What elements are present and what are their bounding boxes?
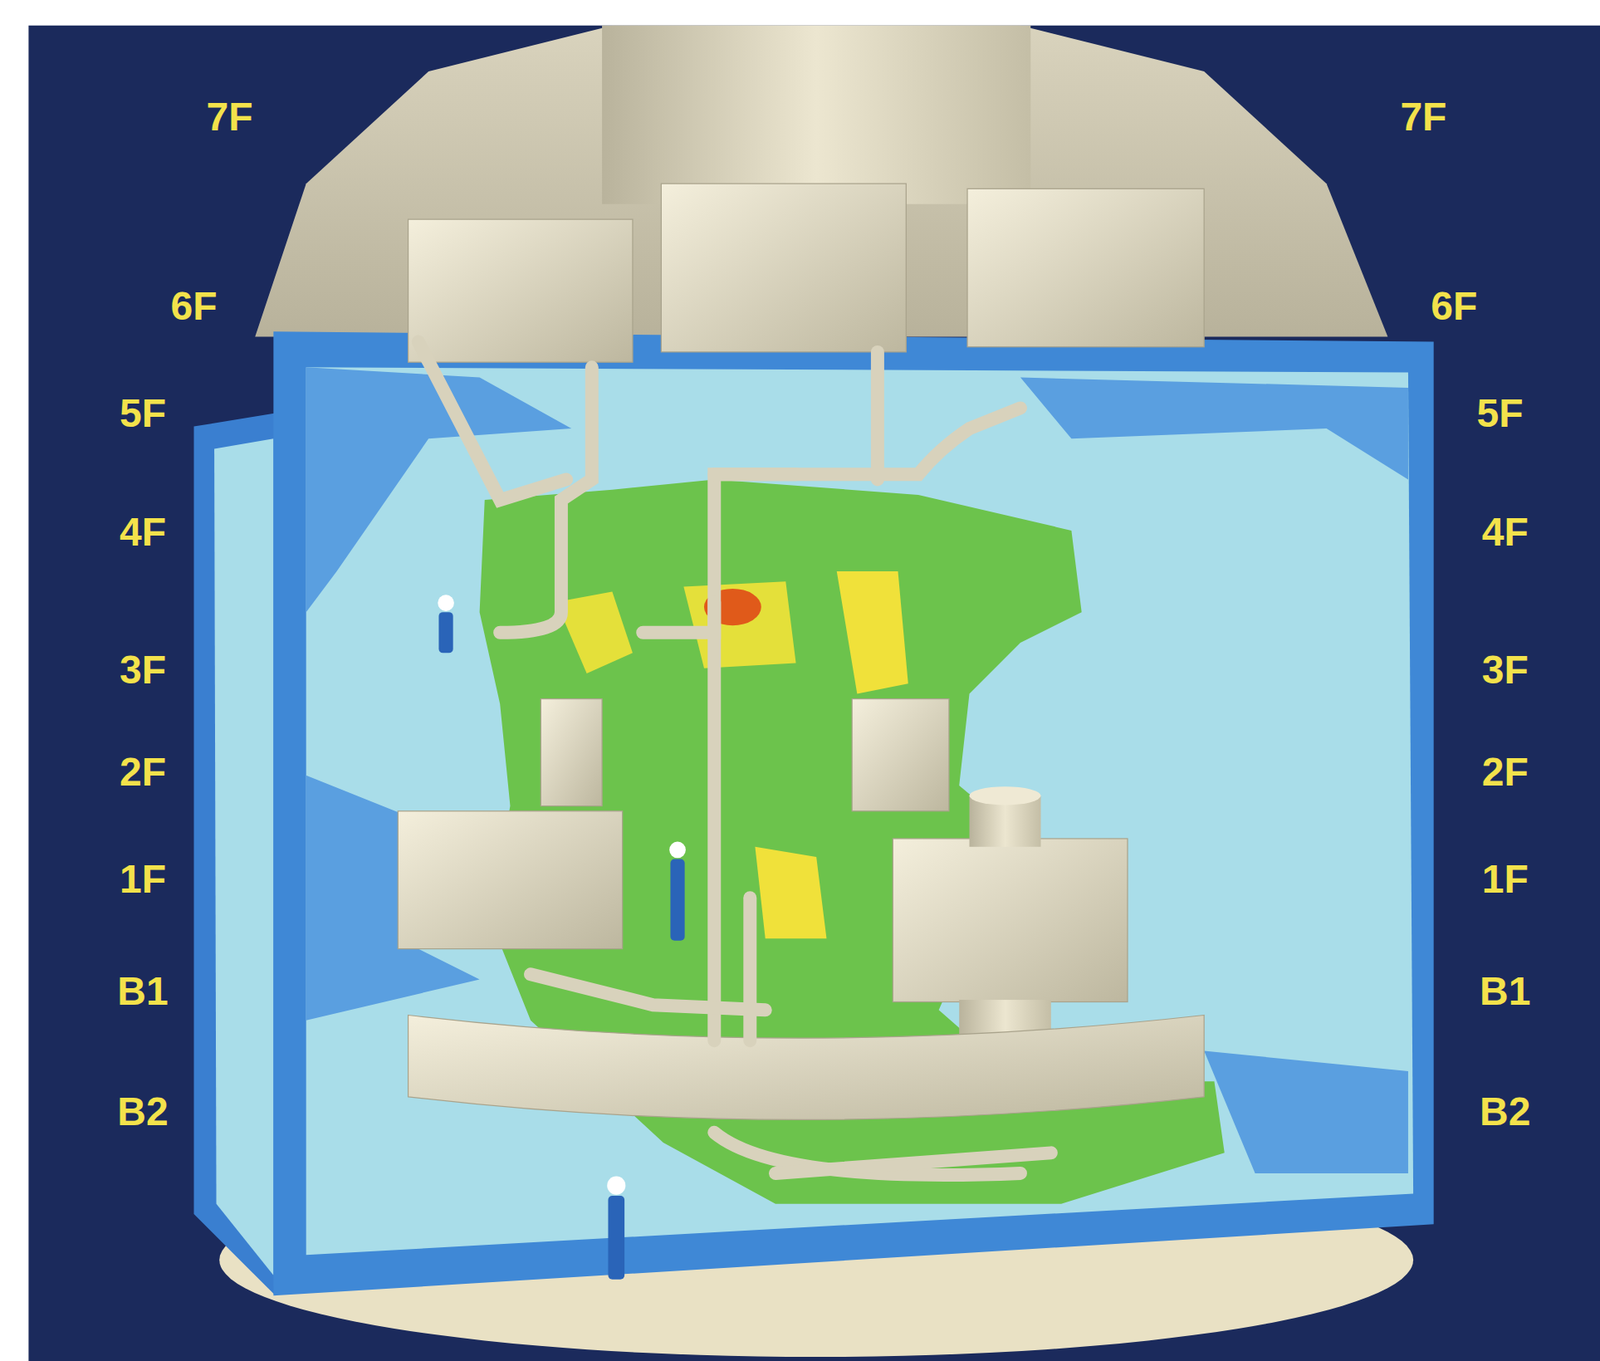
floor-label: B1 (1479, 971, 1531, 1012)
side-panel (194, 413, 276, 1297)
floor-label: 6F (1430, 286, 1478, 327)
equipment-box (892, 838, 1128, 1003)
floor-label: 3F (1482, 650, 1529, 690)
floor-label: 2F (1482, 752, 1529, 793)
floor-label: 1F (1482, 859, 1529, 900)
equipment-box (397, 811, 622, 950)
dose-slice (273, 331, 1434, 1296)
floor-label: 3F (119, 650, 167, 690)
vessel-top (601, 25, 1031, 205)
background (28, 25, 1600, 1361)
equipment-box (967, 188, 1204, 347)
torus-ring (408, 1014, 1205, 1120)
dose-zone (1203, 1050, 1409, 1173)
floor-label: 5F (119, 393, 167, 434)
floor-label: 7F (205, 97, 253, 138)
floor-label: B2 (117, 1091, 168, 1132)
floor-label: 6F (170, 286, 217, 327)
dose-slice-inner (306, 366, 1414, 1255)
floor-label: 2F (119, 752, 167, 793)
equipment-box (851, 699, 950, 812)
dose-zone-peak (754, 846, 827, 940)
equipment-box (408, 219, 633, 363)
floor-label: 7F (1399, 97, 1447, 138)
floor-label: 1F (119, 859, 167, 900)
floor-label: B1 (117, 971, 168, 1012)
piping (418, 342, 1052, 1175)
worker-figure (437, 594, 686, 1279)
floor-label: B2 (1479, 1091, 1531, 1132)
floor-label: 4F (1482, 512, 1529, 553)
floor-label: 4F (119, 512, 167, 553)
equipment-box (660, 183, 906, 353)
side-panel-inner (214, 438, 274, 1275)
equipment-cylinder-top (969, 786, 1042, 805)
floor-label: 5F (1477, 393, 1524, 434)
dose-zone (1020, 377, 1409, 480)
dose-zone-peak (836, 571, 909, 694)
equipment-box (540, 699, 602, 807)
dose-zone-peak (683, 581, 796, 668)
